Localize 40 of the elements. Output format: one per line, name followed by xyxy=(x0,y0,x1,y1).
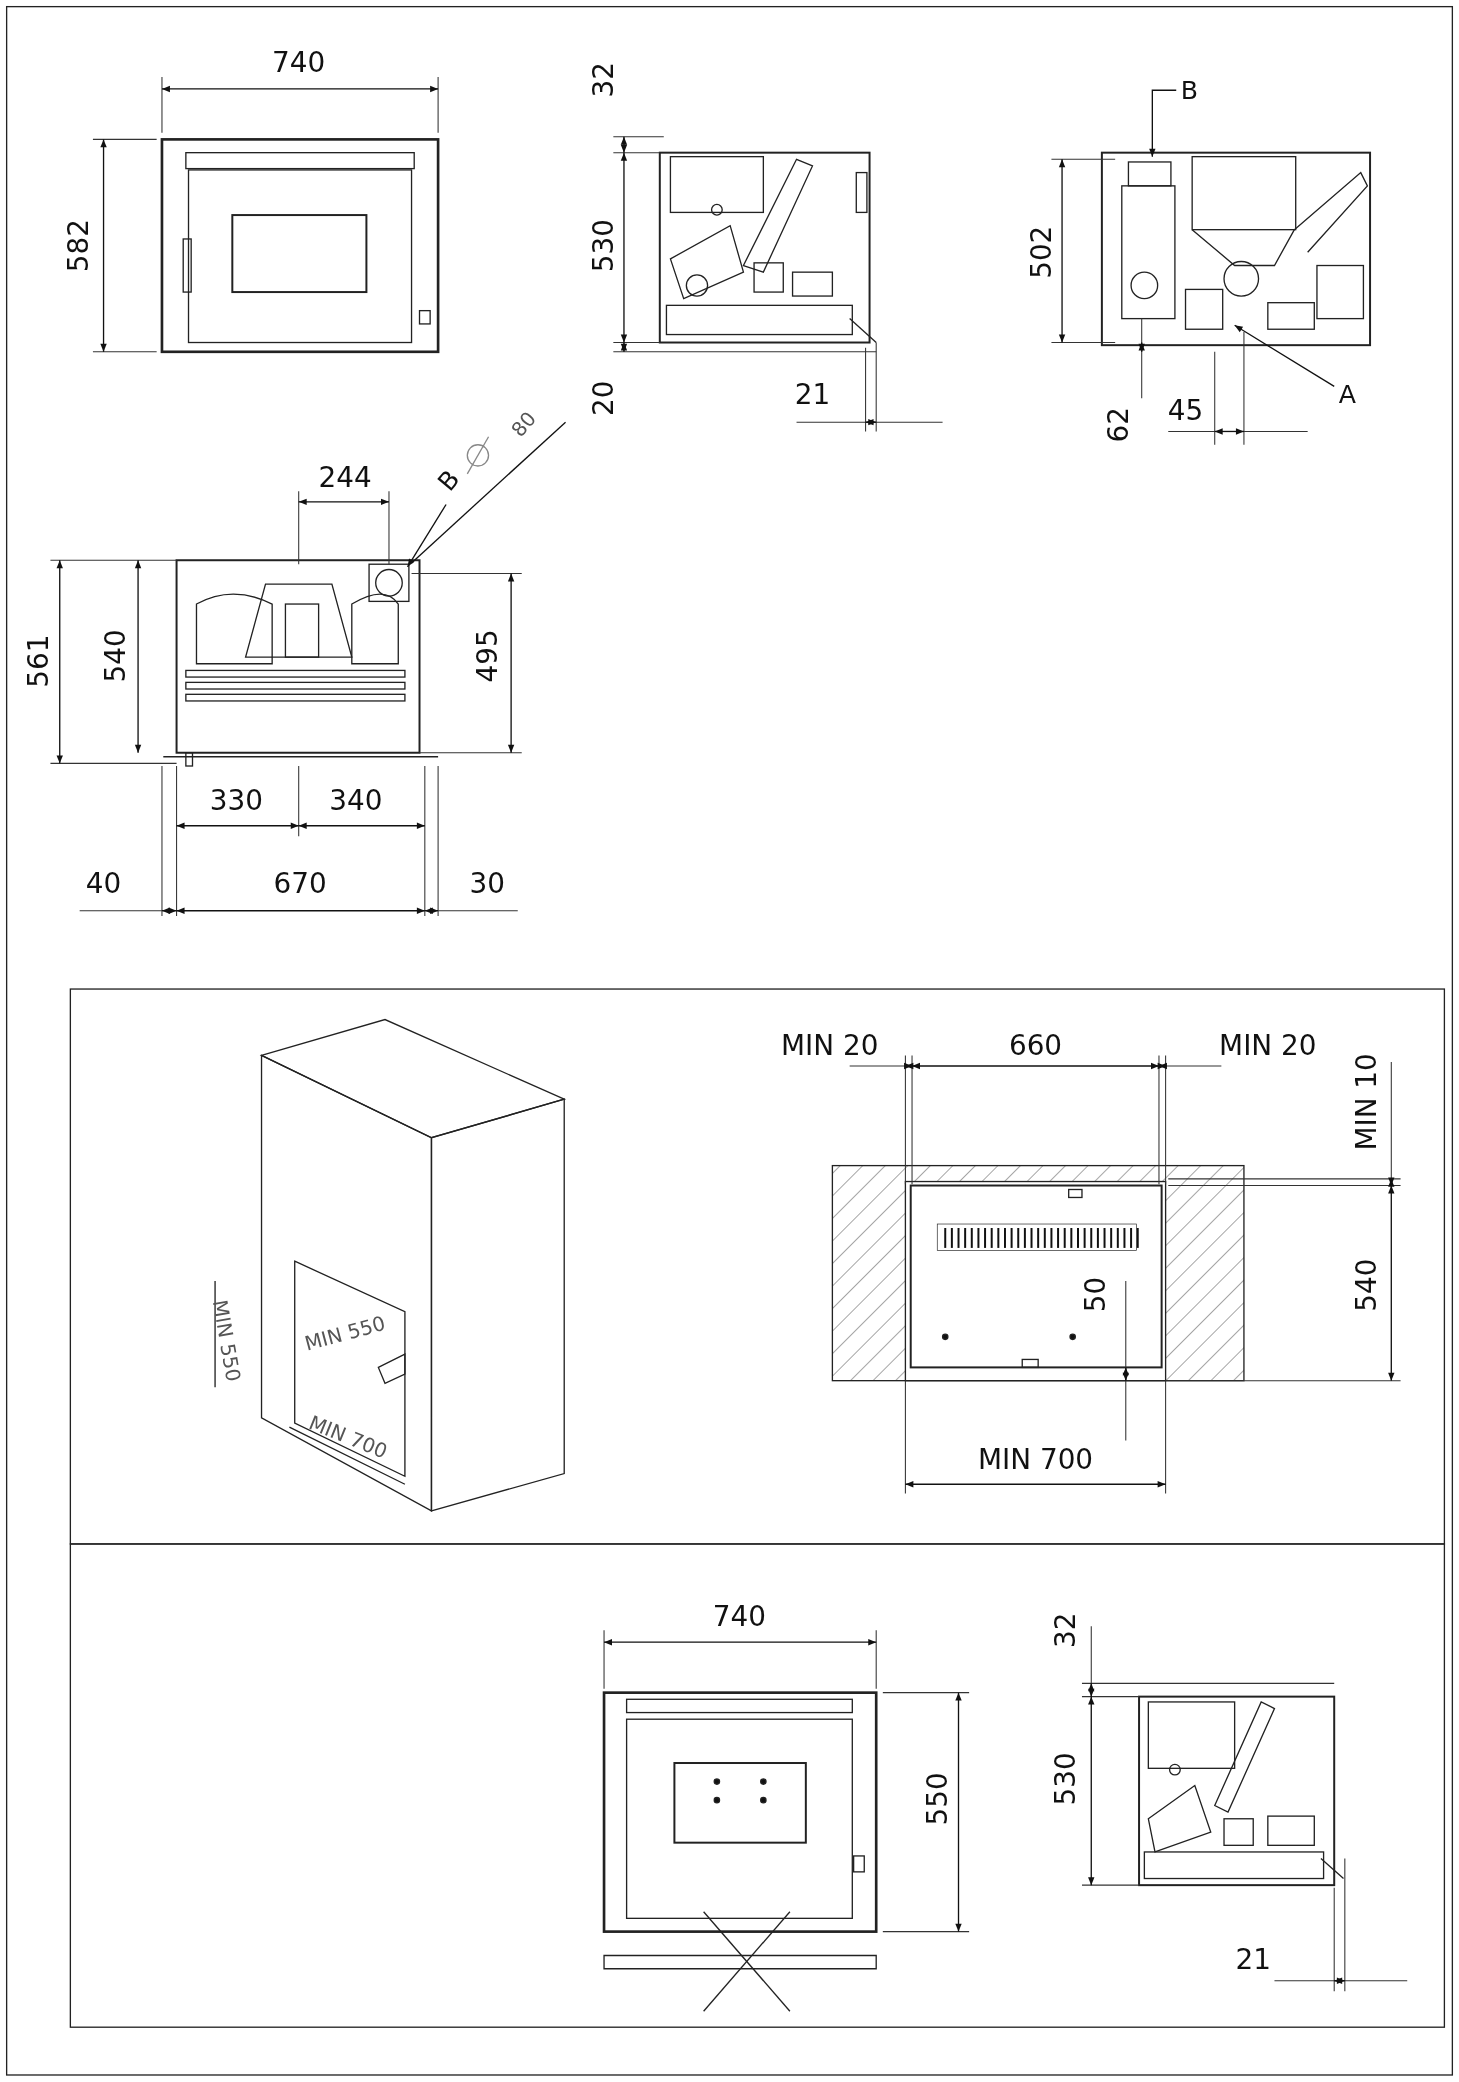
dimension-label: 660 xyxy=(1008,1032,1063,1061)
dimension-label: MIN 20 xyxy=(781,1032,879,1061)
dimension-label: MIN 10 xyxy=(1353,1053,1382,1151)
dimension-label: MIN 20 xyxy=(1219,1032,1317,1061)
dimension-label: 550 xyxy=(924,1772,953,1826)
callout-letter: B xyxy=(433,465,464,496)
callout-letter: B xyxy=(1180,77,1199,103)
dimension-label: 330 xyxy=(209,787,263,816)
dimension-label: 45 xyxy=(1167,397,1204,426)
leader-line xyxy=(1149,89,1177,158)
dimension-label: 80 xyxy=(508,408,541,441)
dimension-label: 530 xyxy=(590,219,618,273)
dimension-label: 540 xyxy=(102,629,131,683)
dimension-label: 32 xyxy=(590,61,618,98)
dimension-label: 340 xyxy=(329,787,383,816)
dimension-label: 670 xyxy=(273,870,327,899)
dimension-label: 740 xyxy=(712,1603,767,1631)
dimension-label: 20 xyxy=(590,380,618,416)
dimension-label: 30 xyxy=(469,870,505,899)
dimension-label: 32 xyxy=(1052,1612,1080,1648)
dimension-label: MIN 700 xyxy=(977,1446,1094,1475)
leader-line xyxy=(406,503,447,568)
dimension-label: 50 xyxy=(1082,1276,1111,1313)
dimension-label: 40 xyxy=(85,870,122,899)
leader-line xyxy=(1233,324,1335,387)
dimension-label: MIN 700 xyxy=(305,1413,390,1463)
dimension-label: 62 xyxy=(1105,407,1134,443)
dimension-label: 244 xyxy=(318,464,372,492)
dimension-label: MIN 550 xyxy=(208,1298,243,1384)
dimension-label: 740 xyxy=(272,49,326,78)
dimension-label: MIN 550 xyxy=(302,1313,388,1355)
callout-letter: A xyxy=(1338,381,1357,407)
dimension-label: 21 xyxy=(1235,1946,1271,1975)
dimension-label: 540 xyxy=(1353,1258,1382,1312)
dimension-label: 21 xyxy=(794,381,831,410)
dimension-label: 495 xyxy=(474,629,503,683)
dimension-label: 582 xyxy=(65,219,94,273)
dimension-label: 561 xyxy=(25,634,54,688)
dimension-label: 502 xyxy=(1028,225,1057,279)
dimension-label: 530 xyxy=(1052,1752,1080,1806)
